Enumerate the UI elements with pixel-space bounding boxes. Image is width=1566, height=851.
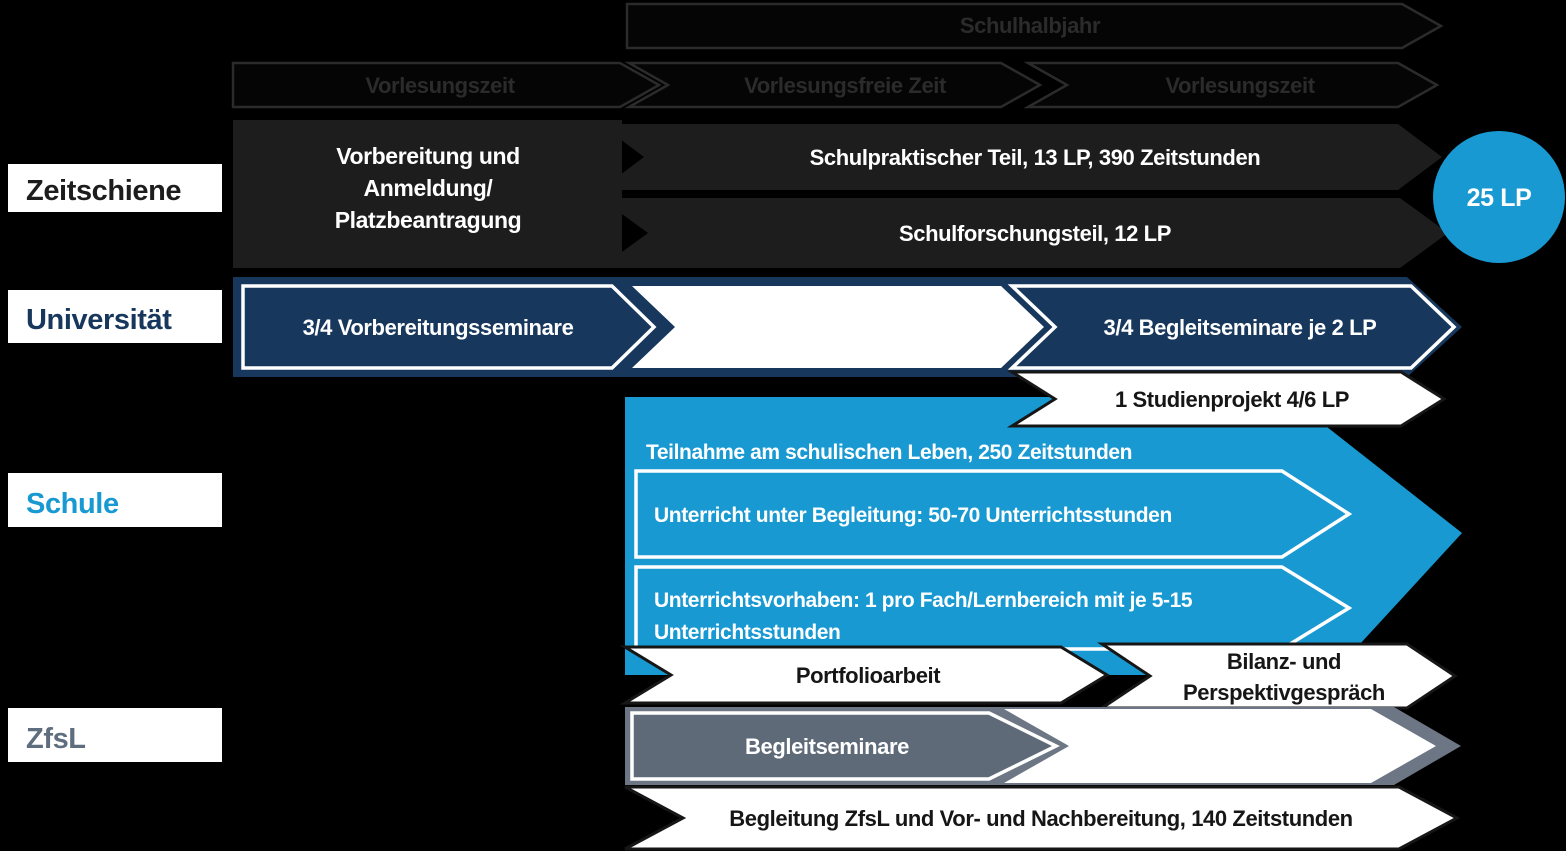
timeline-top-row: Schulhalbjahr Vorlesungszeit Vorlesungsf… — [231, 2, 1444, 109]
zeitschiene-label-box — [8, 164, 222, 212]
begleitseminare-zfsl-label: Begleitseminare — [745, 734, 909, 759]
teilnahme-label: Teilnahme am schulischen Leben, 250 Zeit… — [646, 441, 1132, 464]
vorlesungszeit-1-label: Vorlesungszeit — [365, 73, 515, 98]
universitaet-label: Universität — [26, 304, 172, 336]
vorbereitung-box — [233, 120, 622, 268]
bilanz-line2: Perspektivgespräch — [1183, 680, 1385, 705]
universitaet-label-box — [8, 290, 222, 343]
vorlesungsfreie-zeit-arrow — [624, 61, 1043, 109]
zfsl-row: Begleitseminare Begleitung ZfsL und Vor-… — [8, 707, 1461, 851]
studienprojekt-label: 1 Studienprojekt 4/6 LP — [1115, 387, 1349, 412]
universitaet-row: 3/4 Vorbereitungsseminare 3/4 Begleitsem… — [8, 277, 1462, 377]
begleitung-zfsl-arrow — [624, 785, 1461, 851]
zfsl-label: ZfsL — [26, 723, 86, 755]
zeitschiene-row: Vorbereitung und Anmeldung/ Platzbeantra… — [8, 120, 1565, 268]
vorlesungsfreie-zeit-label: Vorlesungsfreie Zeit — [744, 73, 947, 98]
schule-label-box — [8, 473, 222, 527]
begleitseminare-uni-arrow — [1007, 284, 1457, 370]
schulhalbjahr-label: Schulhalbjahr — [960, 13, 1101, 38]
schule-label: Schule — [26, 488, 119, 520]
portfolioarbeit-arrow — [619, 645, 1110, 705]
vorbereitungsseminare-arrow — [241, 284, 657, 370]
vorlesungszeit-1-arrow — [231, 61, 662, 109]
bilanz-arrow — [1097, 642, 1458, 710]
schulhalbjahr-arrow — [625, 2, 1444, 50]
studienprojekt-arrow — [1006, 370, 1447, 428]
schulpraktischer-teil-arrow — [600, 124, 1442, 190]
schulforschungsteil-label: Schulforschungsteil, 12 LP — [899, 221, 1171, 246]
universitaet-empty-arrow — [632, 286, 1044, 368]
unterrichtsvorhaben-line2: Unterrichtsstunden — [654, 621, 841, 644]
begleitseminare-zfsl-arrow — [630, 711, 1060, 781]
unterrichtsvorhaben-line1: Unterrichtsvorhaben: 1 pro Fach/Lernbere… — [654, 589, 1193, 612]
begleitung-zfsl-label: Begleitung ZfsL und Vor- und Nachbereitu… — [729, 806, 1352, 831]
vorbereitung-line2: Anmeldung/ — [364, 175, 494, 201]
unterrichtsvorhaben-arrow — [634, 565, 1353, 651]
zeitschiene-label: Zeitschiene — [26, 175, 181, 207]
vorbereitung-line1: Vorbereitung und — [336, 143, 520, 169]
unterricht-arrow — [634, 469, 1353, 559]
schulpraktischer-teil-label: Schulpraktischer Teil, 13 LP, 390 Zeitst… — [810, 145, 1261, 170]
vorlesungszeit-2-label: Vorlesungszeit — [1165, 73, 1315, 98]
bilanz-line1: Bilanz- und — [1227, 649, 1341, 674]
schulforschungsteil-arrow — [600, 198, 1448, 268]
credits-circle-label: 25 LP — [1467, 184, 1532, 212]
begleitseminare-uni-label: 3/4 Begleitseminare je 2 LP — [1104, 315, 1377, 340]
zfsl-label-box — [8, 708, 222, 762]
unterricht-label: Unterricht unter Begleitung: 50-70 Unter… — [654, 504, 1172, 527]
vorbereitung-line3: Platzbeantragung — [335, 207, 522, 233]
vorbereitungsseminare-label: 3/4 Vorbereitungsseminare — [303, 315, 574, 340]
credits-circle — [1433, 131, 1565, 263]
zfsl-empty-arrow — [1004, 709, 1436, 783]
schule-row: 1 Studienprojekt 4/6 LP Teilnahme am sch… — [8, 370, 1462, 731]
portfolioarbeit-label: Portfolioarbeit — [796, 663, 941, 688]
vorlesungszeit-2-arrow — [1023, 61, 1440, 109]
